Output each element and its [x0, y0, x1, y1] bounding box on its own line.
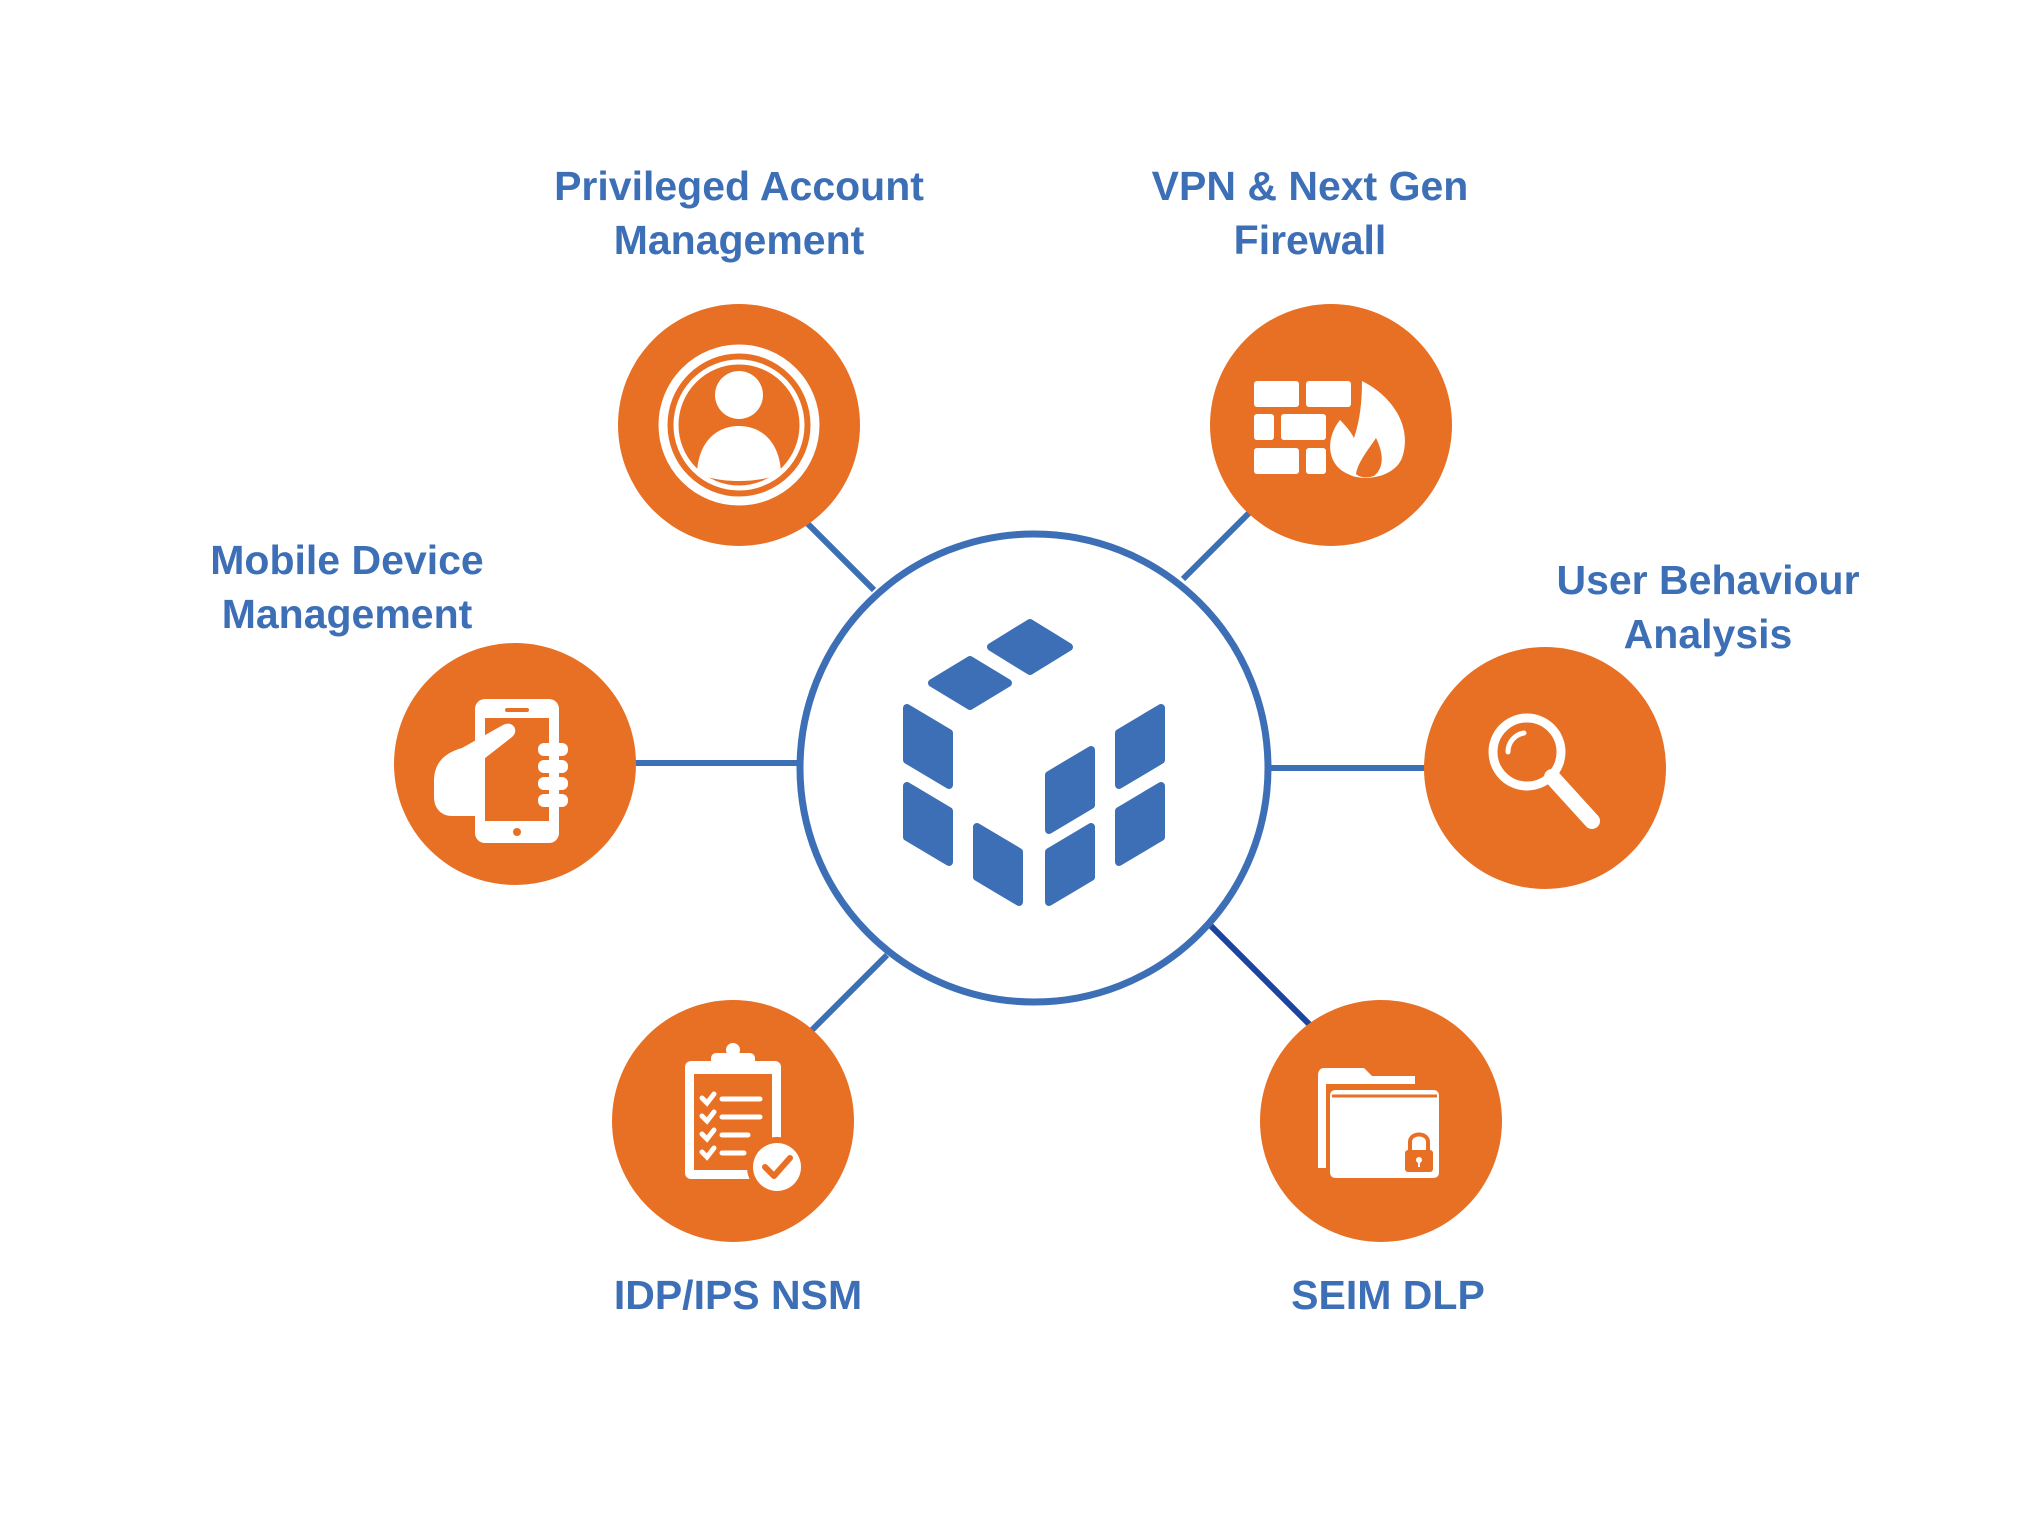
label-vpn-line1: VPN & Next Gen	[1151, 163, 1469, 209]
node-pam	[618, 304, 860, 546]
label-uba-line1: User Behaviour	[1556, 557, 1860, 603]
label-pam-line1: Privileged Account	[554, 163, 924, 209]
label-pam-line2: Management	[613, 217, 865, 263]
node-idp	[612, 1000, 854, 1242]
cube-logo-icon	[903, 619, 1165, 906]
label-uba: User Behaviour Analysis	[1428, 553, 1988, 661]
mobile-device-icon	[434, 699, 568, 843]
label-mdm-line1: Mobile Device	[210, 537, 484, 583]
connector-seim	[1208, 923, 1316, 1031]
label-vpn: VPN & Next Gen Firewall	[1030, 159, 1590, 267]
label-mdm: Mobile Device Management	[67, 533, 627, 641]
label-mdm-line2: Management	[221, 591, 473, 637]
hub-circle	[796, 530, 1272, 1006]
connector-vpn	[1180, 510, 1252, 582]
label-idp: IDP/IPS NSM	[458, 1268, 1018, 1322]
hub	[796, 530, 1272, 1006]
node-seim	[1260, 1000, 1502, 1242]
node-uba	[1424, 647, 1666, 889]
magnifier-icon	[1488, 713, 1600, 829]
label-seim-line1: SEIM DLP	[1291, 1272, 1485, 1318]
node-pam-circle	[618, 304, 860, 546]
label-idp-line1: IDP/IPS NSM	[613, 1272, 863, 1318]
firewall-icon	[1254, 381, 1405, 478]
node-mdm	[394, 643, 636, 885]
label-vpn-line2: Firewall	[1233, 217, 1387, 263]
label-pam: Privileged Account Management	[459, 159, 1019, 267]
node-vpn-circle	[1210, 304, 1452, 546]
label-uba-line2: Analysis	[1623, 611, 1793, 657]
connector-idp	[806, 952, 890, 1036]
connectors	[630, 510, 1435, 1036]
connector-pam	[800, 516, 877, 593]
checklist-icon	[685, 1043, 807, 1197]
node-vpn	[1210, 304, 1452, 546]
label-seim: SEIM DLP	[1108, 1268, 1668, 1322]
user-account-icon	[658, 344, 820, 506]
node-uba-circle	[1424, 647, 1666, 889]
locked-folder-icon	[1318, 1068, 1439, 1178]
